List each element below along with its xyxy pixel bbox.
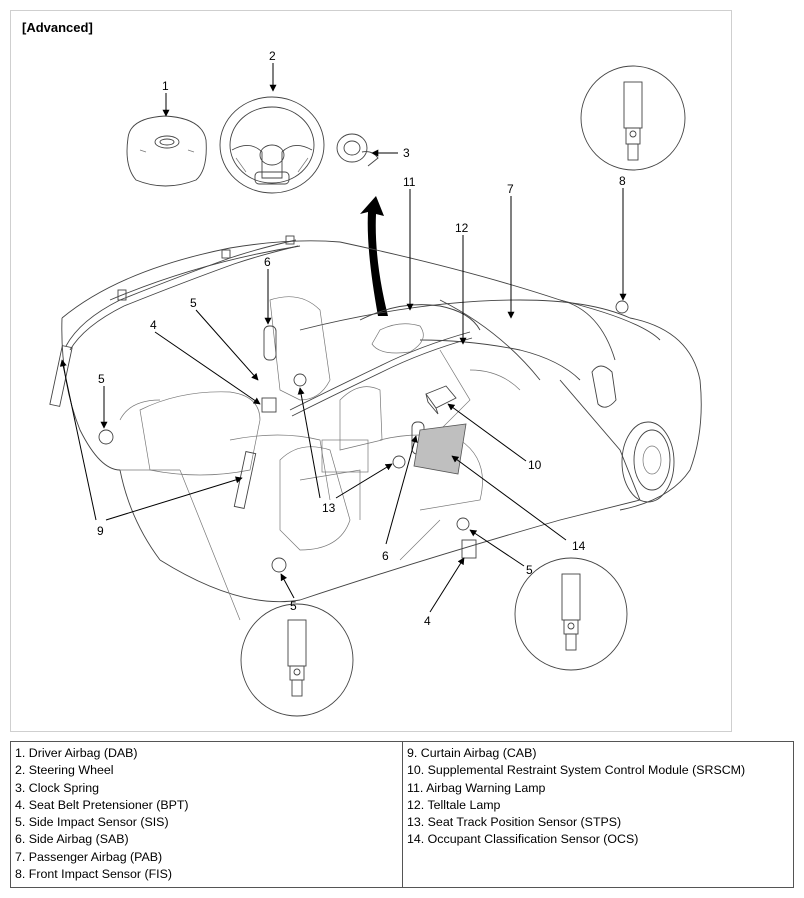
legend-item: 1. Driver Airbag (DAB) [15, 746, 138, 760]
callout-12: 12 [455, 221, 469, 235]
legend-item: 10. Supplemental Restraint System Contro… [407, 763, 746, 778]
callout-7: 7 [507, 182, 514, 196]
callout-5-left: 5 [98, 372, 105, 386]
legend-item: 14. Occupant Classification Sensor (OCS) [407, 832, 639, 847]
ocs-mat-illustration [413, 423, 467, 475]
driver-airbag-illustration [126, 115, 207, 187]
callout-14: 14 [572, 539, 586, 553]
legend-item: 8. Front Impact Sensor (FIS) [15, 867, 172, 882]
legend-column-left: 1. Driver Airbag (DAB) 2. Steering Wheel… [11, 742, 403, 887]
legend-item: 2. Steering Wheel [15, 763, 114, 778]
callout-8: 8 [619, 174, 626, 188]
callout-10: 10 [528, 458, 542, 472]
callout-1: 1 [162, 79, 169, 93]
callout-13: 13 [322, 501, 336, 515]
callout-4-lower: 4 [424, 614, 431, 628]
clock-spring-illustration [336, 133, 379, 167]
callout-5-upper: 5 [190, 296, 197, 310]
legend-item: 3. Clock Spring [15, 780, 100, 795]
fis-detail-inset [580, 65, 686, 171]
airbag-layout-diagram: 1 2 3 11 7 8 12 6 5 4 5 10 13 9 14 6 5 5… [49, 49, 702, 717]
curtain-airbag-illustration [49, 235, 473, 509]
callout-11: 11 [403, 175, 416, 189]
legend-item: 6. Side Airbag (SAB) [15, 832, 129, 847]
vehicle-outline [61, 240, 702, 621]
legend-item: 11. Airbag Warning Lamp [407, 780, 546, 795]
callout-labels: 1 2 3 11 7 8 12 6 5 4 5 10 13 9 14 6 5 5… [97, 49, 626, 628]
callout-5-bottom: 5 [290, 599, 297, 613]
callout-4-upper: 4 [150, 318, 157, 332]
legend-column-right: 9. Curtain Airbag (CAB) 10. Supplemental… [403, 742, 793, 887]
sis-detail-inset-bottom [240, 603, 354, 717]
callout-3: 3 [403, 146, 410, 160]
steering-wheel-illustration [219, 96, 325, 194]
legend-item: 4. Seat Belt Pretensioner (BPT) [15, 797, 189, 812]
curved-arrow [360, 196, 388, 316]
callout-6-lower: 6 [382, 549, 389, 563]
pretensioner-illustration [261, 397, 477, 559]
leader-lines [59, 63, 627, 613]
figure-heading: [Advanced] [22, 20, 93, 35]
callout-2: 2 [269, 49, 276, 63]
sensor-circles [98, 300, 629, 573]
legend-item: 5. Side Impact Sensor (SIS) [15, 815, 169, 830]
legend-table: 1. Driver Airbag (DAB) 2. Steering Wheel… [10, 741, 794, 888]
legend-item: 7. Passenger Airbag (PAB) [15, 849, 163, 864]
callout-6-upper: 6 [264, 255, 271, 269]
callout-9: 9 [97, 524, 104, 538]
legend-item: 12. Telltale Lamp [407, 797, 501, 812]
legend-item: 9. Curtain Airbag (CAB) [407, 746, 537, 760]
sis-detail-inset-right [514, 557, 628, 671]
legend-item: 13. Seat Track Position Sensor (STPS) [407, 815, 622, 830]
callout-5-right: 5 [526, 563, 533, 577]
srscm-illustration [425, 385, 457, 415]
